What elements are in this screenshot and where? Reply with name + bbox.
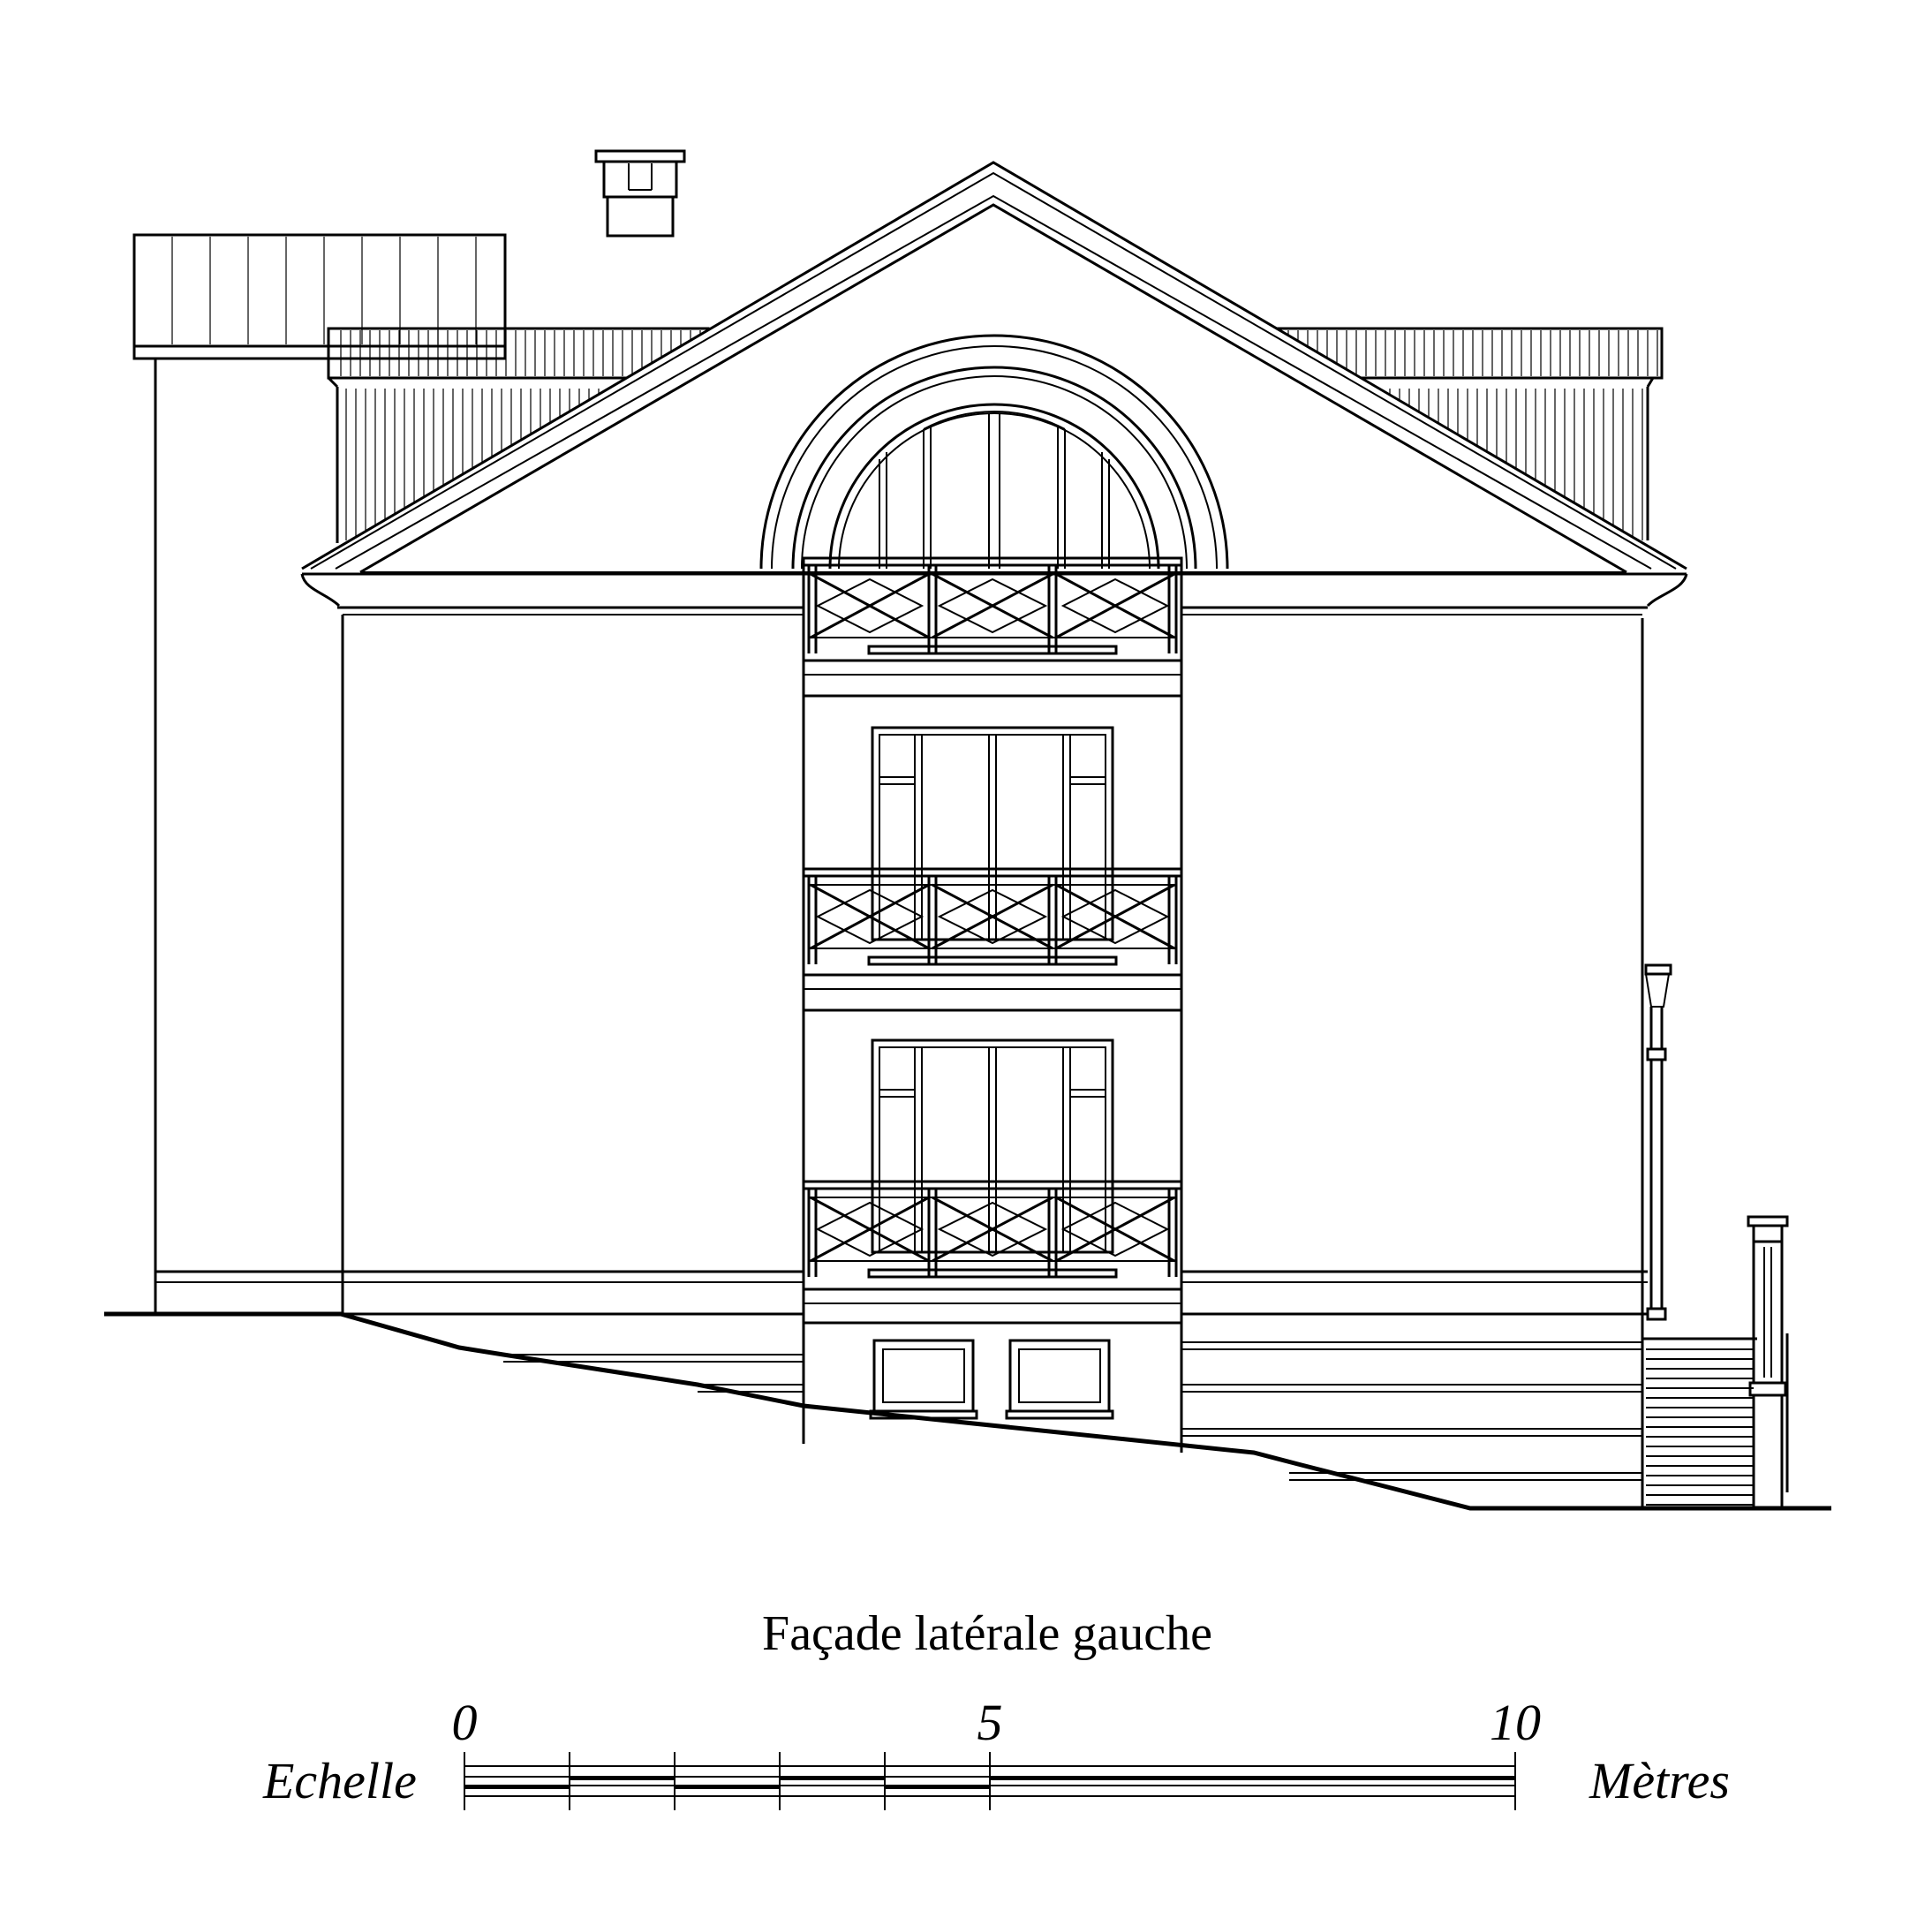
drawing-title: Façade latérale gauche: [762, 1606, 1212, 1661]
scale-segment: [780, 1777, 885, 1780]
scale-tick-label: 0: [452, 1694, 478, 1751]
central-bay: [802, 558, 1183, 1453]
scale-segment: [885, 1786, 990, 1789]
balcony-handrail: [802, 1180, 1183, 1190]
scale-bar-graphics: [464, 1752, 1516, 1810]
scale-unit: Mètres: [1589, 1752, 1730, 1809]
scale-segment: [675, 1786, 780, 1789]
scale-bar: Echelle Mètres 0 5 10: [262, 1694, 1730, 1810]
window-inner: [879, 1046, 1106, 1253]
balcony-diamond: [937, 1201, 1048, 1257]
scale-segment: [990, 1777, 1515, 1780]
balcony-diamond: [1060, 1201, 1170, 1257]
scale-label: Echelle: [262, 1752, 417, 1809]
balcony-diamond: [937, 578, 1048, 634]
scale-tick-label: 10: [1490, 1694, 1541, 1751]
scale-segment: [464, 1786, 570, 1789]
window-frame: [871, 726, 1114, 941]
balcony-base: [867, 645, 1118, 655]
balcony-diamond: [815, 578, 924, 634]
balcony-base: [867, 955, 1118, 966]
basement-windows: [869, 1339, 1114, 1420]
pediment: [300, 161, 1688, 618]
balcony-diamond: [815, 1201, 924, 1257]
left-wall: [154, 359, 337, 1314]
balcony-cross: [932, 572, 1053, 639]
balcony-diamond: [815, 888, 924, 945]
main-wall-right: [1181, 618, 1648, 1316]
balcony-cross: [810, 1196, 930, 1263]
balcony-diamond: [1060, 578, 1170, 634]
balconies: [802, 556, 1183, 1279]
window-inner: [879, 734, 1106, 940]
balcony-cross: [810, 572, 930, 639]
balcony-handrail: [802, 556, 1183, 567]
balcony-handrail: [802, 867, 1183, 878]
downpipe: [1644, 963, 1672, 1321]
balcony-cross: [1055, 572, 1175, 639]
entrance-stairs: [1642, 1215, 1789, 1508]
scale-tick-label: 5: [977, 1694, 1003, 1751]
balcony-cross: [932, 1196, 1053, 1263]
balcony-cross: [932, 883, 1053, 950]
window-frame: [871, 1038, 1114, 1254]
chimney: [594, 149, 686, 238]
balcony-base: [867, 1268, 1118, 1279]
balcony-cross: [1055, 883, 1175, 950]
scale-segment: [570, 1777, 675, 1780]
left-upper-roof: [132, 233, 507, 360]
plinth: [503, 1314, 1644, 1508]
balcony-diamond: [1060, 888, 1170, 945]
ground-line: [104, 1311, 1831, 1511]
balcony-cross: [810, 883, 930, 950]
main-wall-left: [337, 618, 804, 1316]
arched-window: [759, 334, 1229, 570]
balcony-diamond: [937, 888, 1048, 945]
french-windows: [871, 726, 1114, 1254]
balcony-cross: [1055, 1196, 1175, 1263]
